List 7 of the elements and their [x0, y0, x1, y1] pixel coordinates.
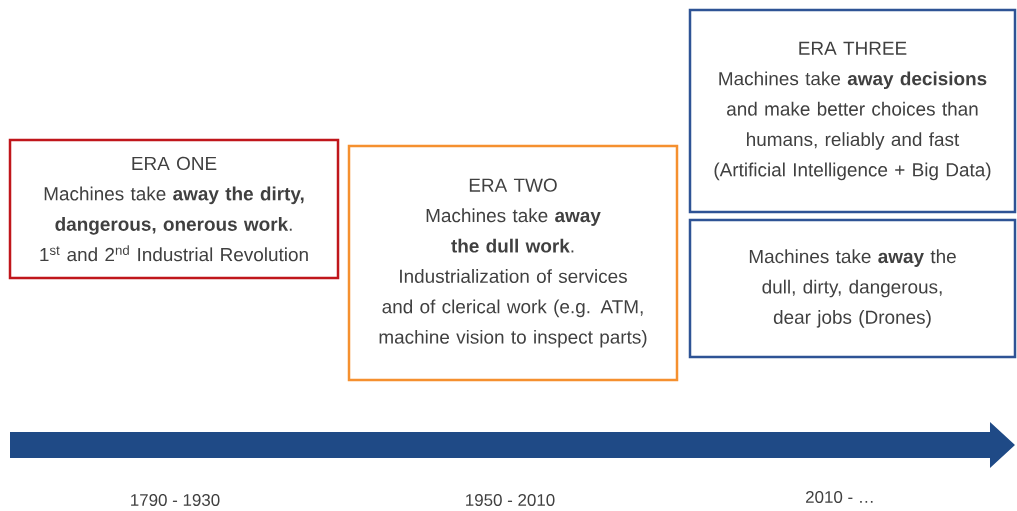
- date-label: 1950 - 2010: [466, 494, 555, 506]
- date-label: 2010 - …: [806, 491, 873, 503]
- era-box: ERA ONE Machines take away the dirty, dangerous, onerous work. 1$^{st}$ and 2$^{nd}$ Industrial Revolution: [8, 138, 340, 280]
- era-box: Machines take away the dull, dirty, dangerous, dear jobs (Drones): [688, 218, 1017, 359]
- era-box: ERA TWO Machines take away the dull work. Industrialization of services and of clerical work (e.g. ATM, machine vision to inspect parts): [347, 144, 679, 382]
- date-label: 1790 - 1930: [131, 494, 220, 506]
- era-box: ERA THREE Machines take away decisions and make better choices than humans, reliably and fast (Artificial Intelligence + Big Data): [688, 8, 1017, 214]
